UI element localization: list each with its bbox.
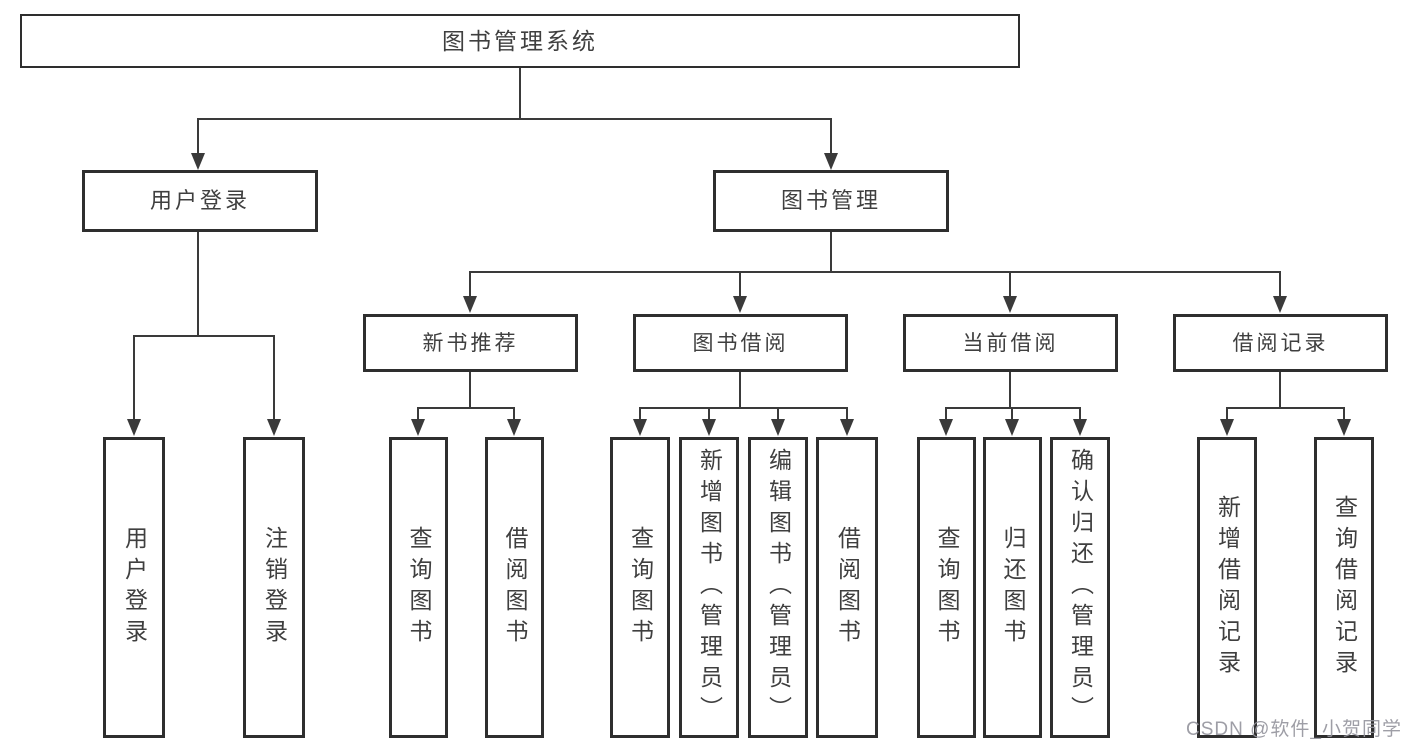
leaf-logout-label: 注销登录 [261, 525, 288, 650]
node-borrowing-records-label: 借阅记录 [1232, 331, 1329, 355]
leaf-edit-books-admin-label: 编辑图书（管理员） [765, 448, 792, 727]
leaf-add-borrow-record: 新增借阅记录 [1197, 437, 1257, 738]
leaf-borrow-books: 借阅图书 [816, 437, 878, 738]
leaf-confirm-return-admin: 确认归还（管理员） [1050, 437, 1110, 738]
leaf-confirm-return-admin-label: 确认归还（管理员） [1067, 448, 1094, 727]
leaf-user-login: 用户登录 [103, 437, 165, 738]
node-borrowing-records: 借阅记录 [1173, 314, 1388, 372]
node-current-borrowing-label: 当前借阅 [962, 331, 1059, 355]
node-new-book-recommend: 新书推荐 [363, 314, 578, 372]
leaf-query-borrow-record: 查询借阅记录 [1314, 437, 1374, 738]
node-book-management-label: 图书管理 [780, 188, 881, 213]
leaf-logout: 注销登录 [243, 437, 305, 738]
leaf-query-books-borrowing: 查询图书 [610, 437, 670, 738]
leaf-query-books-current: 查询图书 [917, 437, 976, 738]
leaf-query-books-recommend: 查询图书 [389, 437, 448, 738]
node-library-management-system: 图书管理系统 [20, 14, 1020, 68]
node-new-book-recommend-label: 新书推荐 [422, 331, 519, 355]
node-book-borrowing: 图书借阅 [633, 314, 848, 372]
leaf-user-login-label: 用户登录 [121, 525, 148, 650]
node-user-login-label: 用户登录 [149, 188, 250, 213]
leaf-add-books-admin: 新增图书（管理员） [679, 437, 739, 738]
leaf-query-books-recommend-label: 查询图书 [406, 525, 432, 650]
csdn-watermark: CSDN @软件_小贺同学 [1186, 719, 1402, 740]
leaf-query-books-current-label: 查询图书 [934, 525, 960, 650]
leaf-return-books-label: 归还图书 [1000, 525, 1026, 650]
leaf-add-books-admin-label: 新增图书（管理员） [696, 448, 723, 727]
node-current-borrowing: 当前借阅 [903, 314, 1118, 372]
node-book-borrowing-label: 图书借阅 [692, 331, 789, 355]
leaf-add-borrow-record-label: 新增借阅记录 [1214, 494, 1241, 681]
leaf-borrow-books-recommend: 借阅图书 [485, 437, 544, 738]
leaf-return-books: 归还图书 [983, 437, 1042, 738]
leaf-borrow-books-label: 借阅图书 [834, 525, 861, 650]
node-book-management: 图书管理 [713, 170, 949, 232]
leaf-query-borrow-record-label: 查询借阅记录 [1331, 494, 1358, 681]
leaf-edit-books-admin: 编辑图书（管理员） [748, 437, 808, 738]
node-user-login: 用户登录 [82, 170, 318, 232]
node-root-label: 图书管理系统 [442, 27, 598, 54]
leaf-query-books-borrowing-label: 查询图书 [627, 525, 654, 650]
leaf-borrow-books-recommend-label: 借阅图书 [502, 525, 528, 650]
